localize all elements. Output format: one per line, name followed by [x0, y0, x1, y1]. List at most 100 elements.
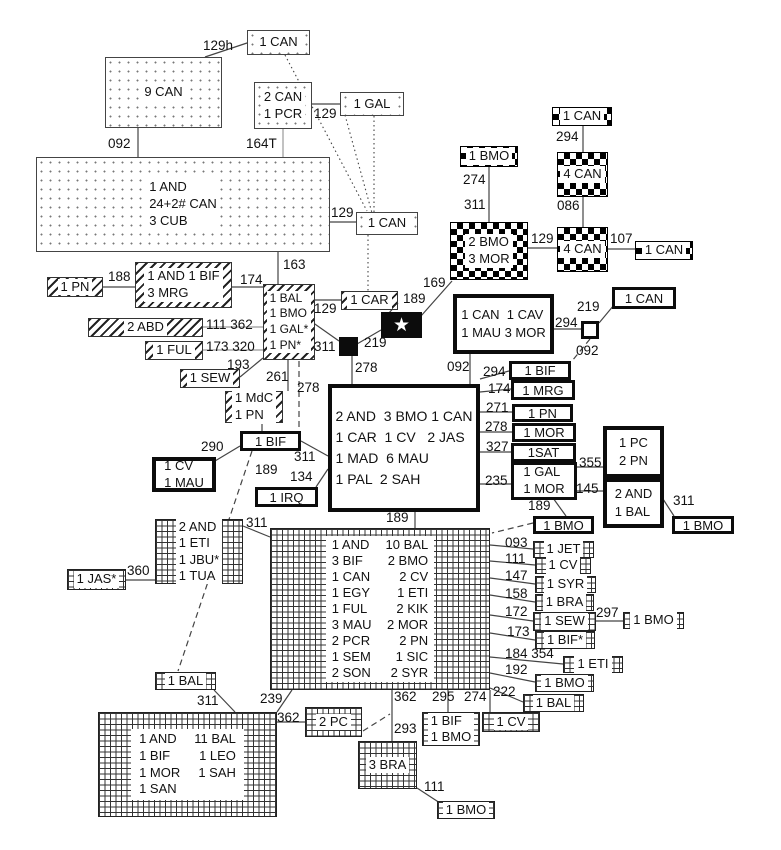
edge-label: 129h [203, 38, 234, 53]
box-4-can-b: 4 CAN [557, 227, 608, 272]
edge-label: 107 [610, 231, 633, 246]
box-1-jas: 1 JAS* [67, 569, 126, 590]
edge-label: 145 [576, 481, 599, 496]
edge-label: 111 [424, 779, 445, 794]
edge-label: 173 320 [206, 339, 255, 354]
box-1-pn-right: 1 PN [512, 404, 573, 422]
box-1-eti: 1 ETI [563, 656, 623, 673]
edge-label: 362 [277, 710, 300, 725]
box-1-bra: 1 BRA [535, 594, 594, 611]
edge-label: 174 [488, 381, 511, 396]
star-marker: ★ [381, 312, 422, 338]
box-1-can-top: 1 CAN [247, 30, 310, 55]
edge-label: 311 [197, 693, 219, 708]
edge-label: 173 [507, 624, 530, 639]
star-icon: ★ [392, 314, 411, 336]
edge-label: 294 [555, 315, 578, 330]
box-3-bra: 3 BRA [358, 741, 417, 789]
box-1-pn-left: 1 PN [47, 277, 103, 297]
square-marker [339, 337, 358, 356]
box-1-bal-bottomleft: 1 BAL [155, 672, 216, 690]
edge-label: 219 [364, 335, 387, 350]
edge-label: 295 [432, 689, 455, 704]
edge-label: 129 [331, 205, 354, 220]
edge-label: 360 [127, 563, 150, 578]
edge-label: 274 [463, 172, 486, 187]
edge-label: 239 [260, 691, 283, 706]
edge-label: 271 [486, 400, 509, 415]
edge-label: 278 [297, 380, 320, 395]
edge-label: 086 [557, 198, 580, 213]
edge-label: 111 [505, 551, 526, 566]
box-1-irq: 1 IRQ [255, 487, 318, 507]
edge-label: 235 [485, 473, 508, 488]
edge-label: 129 [531, 231, 554, 246]
box-1-syr: 1 SYR [535, 576, 596, 593]
edge-label: 164T [246, 136, 277, 151]
box-1-cv-rightcol: 1 CV [535, 557, 591, 574]
edge-label: 294 [483, 364, 506, 379]
edge-label: 311 [294, 449, 316, 464]
box-1-bmo-rightcol: 1 BMO [623, 612, 684, 629]
edge-label: 311 [464, 197, 486, 212]
edge-label: 188 [108, 269, 131, 284]
box-4-can-a: 4 CAN [557, 152, 608, 197]
edge-label: 327 [486, 439, 509, 454]
edge-label: 092 [576, 343, 599, 358]
edge-label: 278 [355, 360, 378, 375]
edge-label: 290 [201, 439, 224, 454]
edge-label: 297 [596, 605, 619, 620]
box-1-can-right: 1 CAN [635, 241, 693, 260]
edge-label: 174 [240, 272, 263, 287]
box-1-bmo-mid: 1 BMO [533, 516, 594, 534]
edge-label: 163 [283, 257, 306, 272]
edge-label: 189 [386, 510, 409, 525]
box-1-bif-star: 1 BIF* [535, 631, 595, 649]
box-1-bmo-right2: 1 BMO [672, 516, 734, 534]
box-1-sat: 1SAT [511, 443, 576, 462]
edge-label: 311 [314, 339, 336, 354]
edge-label: 278 [485, 419, 508, 434]
edge-label: 189 [403, 291, 426, 306]
edge-label: 311 [246, 515, 268, 530]
box-1-can-topright: 1 CAN [552, 107, 612, 126]
edge-label: 093 [505, 535, 528, 550]
box-1-sew-left: 1 SEW [180, 369, 240, 388]
edge-label: 158 [505, 586, 528, 601]
edge-label: 193 [227, 357, 250, 372]
edge-label: 189 [255, 462, 278, 477]
box-1-bal-rightcol: 1 BAL [523, 694, 584, 712]
box-1-cv-bottom: 1 CV [482, 712, 540, 732]
box-1-gal: 1 GAL [340, 92, 404, 116]
edge-label: 092 [447, 359, 470, 374]
edge-label: 311 [673, 493, 695, 508]
box-1-sew-rightcol: 1 SEW [533, 612, 596, 631]
box-9-can: 9 CAN [105, 57, 222, 128]
box-2-pc: 2 PC [305, 707, 362, 737]
box-1-mrg: 1 MRG [511, 380, 575, 400]
edge-label: 294 [556, 129, 579, 144]
edge-label: 261 [266, 369, 289, 384]
box-1-bmo-rightcol2: 1 BMO [535, 674, 594, 692]
edge-label: 362 [394, 689, 417, 704]
edge-label: 192 [505, 662, 528, 677]
edge-label: 147 [505, 568, 528, 583]
box-1-jet: 1 JET [533, 541, 594, 558]
edge-label: 222 [493, 684, 516, 699]
